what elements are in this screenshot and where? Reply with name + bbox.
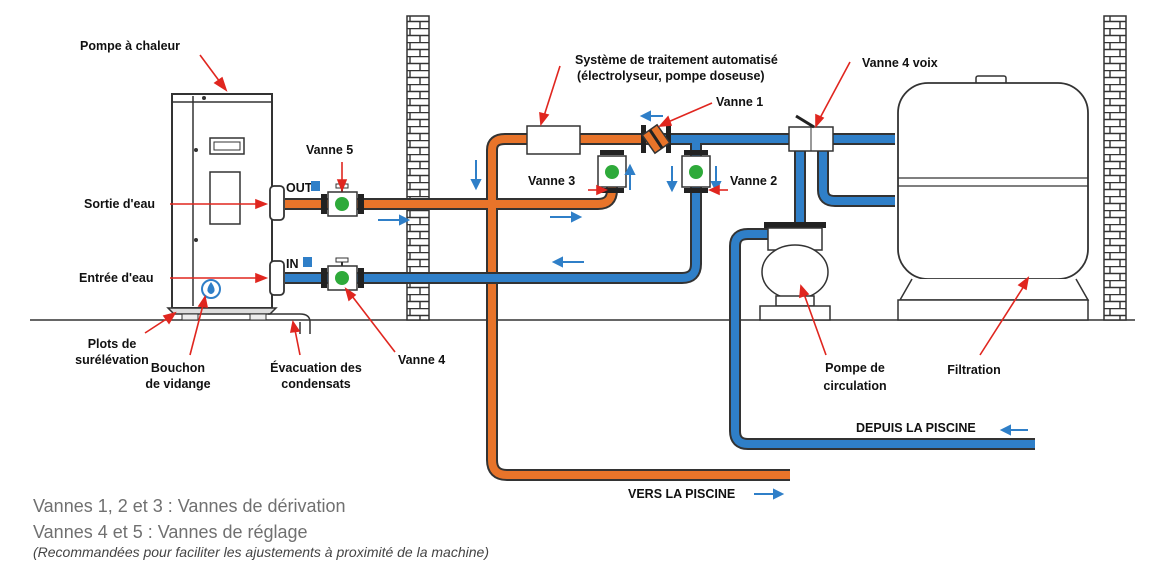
- label-valve-3: Vanne 3: [528, 174, 575, 188]
- label-drain-line2: de vidange: [145, 377, 210, 391]
- in-tag-icon: [303, 257, 312, 267]
- label-valve-5: Vanne 5: [306, 143, 353, 157]
- label-from-pool: DEPUIS LA PISCINE: [856, 421, 976, 435]
- arrow-icon: [624, 163, 636, 190]
- label-drain-line1: Bouchon: [151, 361, 205, 375]
- label-valve-2: Vanne 2: [730, 174, 777, 188]
- valve-1: [641, 123, 671, 155]
- label-feet-line2: surélévation: [75, 353, 149, 367]
- label-to-pool: VERS LA PISCINE: [628, 487, 735, 501]
- arrow-icon: [550, 211, 583, 223]
- label-feet-line1: Plots de: [88, 337, 137, 351]
- out-tag: OUT: [286, 181, 313, 195]
- valve-4: [321, 257, 364, 291]
- caption-note: (Recommandées pour faciliter les ajustem…: [33, 544, 489, 560]
- label-water-out: Sortie d'eau: [84, 197, 155, 211]
- arrow-icon: [999, 424, 1028, 436]
- label-water-in: Entrée d'eau: [79, 271, 154, 285]
- heat-pump: [166, 93, 285, 321]
- arrow-icon: [189, 294, 209, 356]
- arrow-icon: [708, 184, 728, 196]
- condensate-drain-icon: [268, 313, 311, 334]
- cold-pipe-filter-lower: [819, 150, 895, 205]
- cold-pipe-from-pool: [731, 230, 1035, 448]
- arrow-icon: [815, 61, 851, 129]
- arrow-icon: [639, 110, 663, 122]
- label-treatment-line1: Système de traitement automatisé: [575, 53, 778, 67]
- arrow-icon: [289, 319, 301, 356]
- brick-wall-right: [1103, 15, 1127, 321]
- label-treatment-line2: (électrolyseur, pompe doseuse): [577, 69, 765, 83]
- four-way-valve: [788, 114, 834, 152]
- arrow-icon: [588, 184, 608, 196]
- arrow-icon: [199, 54, 228, 92]
- arrow-icon: [979, 276, 1030, 356]
- label-heat-pump: Pompe à chaleur: [80, 39, 180, 53]
- pointer-arrows: [144, 54, 1030, 356]
- valve-4-ball: [335, 271, 349, 285]
- label-pump-line1: Pompe de: [825, 361, 885, 375]
- out-tag-icon: [311, 181, 320, 191]
- valve-2-ball: [689, 165, 703, 179]
- arrow-icon: [378, 214, 411, 226]
- arrow-icon: [170, 198, 269, 210]
- label-valve-1: Vanne 1: [716, 95, 763, 109]
- hot-pipe-to-pool: [488, 135, 790, 479]
- brick-wall-left: [406, 15, 430, 321]
- label-filtration: Filtration: [947, 363, 1000, 377]
- arrow-icon: [539, 65, 561, 127]
- arrow-icon: [336, 162, 348, 193]
- arrow-icon: [551, 256, 584, 268]
- treatment-system-box: [526, 125, 581, 155]
- valve-3: [597, 150, 627, 193]
- valve-5-ball: [335, 197, 349, 211]
- label-condensate-line2: condensats: [281, 377, 351, 391]
- arrow-icon: [754, 488, 785, 500]
- valve-3-ball: [605, 165, 619, 179]
- cold-pipe-in: [285, 178, 700, 282]
- heat-pump-panel: [209, 171, 241, 225]
- arrow-icon: [170, 272, 269, 284]
- sand-filter: [897, 75, 1090, 321]
- label-pump-line2: circulation: [823, 379, 886, 393]
- label-valve-4: Vanne 4: [398, 353, 445, 367]
- circulation-pump: [759, 222, 831, 321]
- arrow-icon: [344, 287, 396, 353]
- arrow-icon: [144, 311, 177, 334]
- valve-2: [681, 150, 711, 193]
- label-four-way-valve: Vanne 4 voix: [862, 56, 938, 70]
- flow-arrows: [378, 110, 1028, 500]
- arrow-icon: [470, 160, 482, 191]
- arrow-icon: [658, 102, 713, 127]
- water-drop-icon: [201, 279, 221, 299]
- caption-adjust-valves: Vannes 4 et 5 : Vannes de réglage: [33, 522, 308, 542]
- arrow-icon: [799, 284, 827, 356]
- in-tag: IN: [286, 257, 299, 271]
- caption-bypass-valves: Vannes 1, 2 et 3 : Vannes de dérivation: [33, 496, 346, 516]
- arrow-icon: [666, 166, 678, 193]
- label-condensate-line1: Évacuation des: [270, 360, 362, 375]
